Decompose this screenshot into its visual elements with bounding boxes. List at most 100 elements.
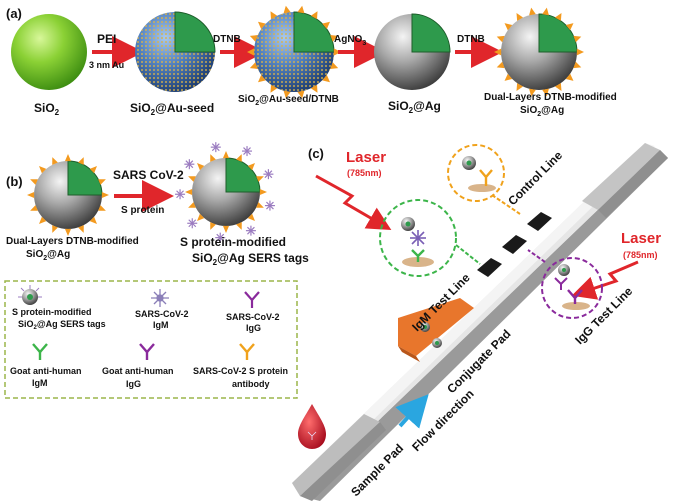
au-seed-sphere [135, 11, 216, 92]
legend-sars-igg-line1: SARS-CoV-2 [226, 312, 280, 322]
panel-b-left-label-line1: Dual-Layers DTNB-modified [6, 236, 139, 247]
step1-label-pei: PEI [97, 32, 116, 46]
dtnb-spike [573, 35, 582, 43]
dtnb-spike [185, 188, 193, 196]
dual-layer-label-line1: Dual-Layers DTNB-modified [484, 92, 617, 103]
step3-label: AgNO3 [334, 34, 366, 47]
dtnb-spike [52, 157, 58, 165]
dtnb-spike [322, 74, 331, 83]
legend-sars-igg-line2: IgG [246, 323, 261, 333]
dtnb-spike [330, 62, 339, 70]
dtnb-spike [554, 13, 562, 21]
dtnb-spike [98, 205, 106, 211]
igm-test-line-band [477, 258, 502, 277]
laser-right-beam [571, 260, 639, 300]
dtnb-spike [310, 84, 318, 93]
s-protein-glyph [184, 159, 195, 170]
legend-goat-igg-icon [139, 343, 155, 360]
dtnb-spike [573, 61, 582, 69]
dual-layer-label-line2: SiO2@Ag [520, 105, 564, 118]
legend-goat-igm-line1: Goat anti-human [10, 366, 82, 376]
dtnb-spike [542, 7, 549, 16]
step2-label: DTNB [213, 34, 241, 45]
dtnb-spike [270, 84, 278, 93]
panel-b-right-label-line1: S protein-modified [180, 235, 286, 249]
sio2-sphere [11, 14, 87, 90]
sio2-label: SiO2 [34, 101, 60, 117]
dtnb-spike [297, 5, 305, 14]
s-protein-sers-tag [175, 142, 275, 243]
dtnb-spike [247, 213, 255, 221]
legend-goat-igg-line1: Goat anti-human [102, 366, 174, 376]
dtnb-spike [504, 73, 513, 81]
dtnb-spike [52, 225, 58, 233]
s-protein-glyph [263, 169, 274, 180]
legend-tag-line1: S protein-modified [12, 307, 92, 317]
dtnb-spike [249, 34, 258, 42]
dtnb-spike [30, 205, 38, 211]
sio2-ag-label: SiO2@Ag [388, 99, 441, 115]
control-zoom-bubble [447, 144, 521, 215]
legend-goat-igg-line2: IgG [126, 379, 141, 389]
au-seed-label: SiO2@Au-seed [130, 101, 214, 117]
legend-goat-igm-line2: IgM [32, 378, 48, 388]
dtnb-spike [496, 35, 505, 43]
legend-sars-igm-line2: IgM [153, 320, 169, 330]
dtnb-spike [516, 13, 524, 21]
s-protein-glyph [245, 225, 256, 236]
dtnb-spike [236, 154, 242, 162]
legend-sers-tag-icon [18, 285, 42, 305]
sample-pad [292, 414, 380, 496]
s-protein-glyph [215, 232, 226, 243]
step4-label: DTNB [457, 34, 485, 45]
test-strip [292, 143, 668, 501]
s-protein-glyph [187, 218, 198, 229]
panel-label-c: (c) [308, 146, 324, 161]
igg-test-line-band [502, 235, 527, 254]
s-protein-glyph [210, 142, 221, 153]
dtnb-spike [30, 179, 38, 185]
dtnb-spike [529, 88, 536, 97]
dtnb-spike [565, 23, 574, 31]
control-line-band [527, 212, 552, 231]
legend-s-protein-antibody-line1: SARS-CoV-2 S protein [193, 366, 288, 376]
dtnb-spike [565, 73, 574, 81]
dtnb-spike [222, 151, 230, 159]
step1-label-au: 3 nm Au [89, 60, 124, 70]
dtnb-spike [542, 88, 549, 97]
dtnb-spike [89, 166, 97, 174]
legend-box [4, 280, 298, 399]
dtnb-spike [270, 11, 278, 20]
dtnb-spike [257, 74, 266, 83]
panel-b-dual-layer-sphere [27, 154, 109, 236]
dtnb-spike [259, 188, 267, 196]
dtnb-spike [576, 48, 584, 56]
dtnb-spike [222, 225, 230, 233]
dtnb-spike [210, 222, 216, 230]
s-protein-glyph [264, 200, 275, 211]
dtnb-spike [188, 202, 196, 208]
dtnb-spike [39, 166, 47, 174]
legend-sars-igg-icon [244, 291, 260, 308]
laser-left-wavelength: (785nm) [347, 168, 382, 178]
dtnb-spike [101, 191, 109, 199]
dtnb-spike [554, 83, 562, 91]
laser-left-beam [315, 174, 392, 231]
legend-s-protein-antibody-icon [239, 343, 255, 360]
dtnb-spike [529, 7, 536, 16]
dtnb-spike [297, 90, 305, 99]
au-seed-dtnb-label: SiO2@Au-seed/DTNB [238, 94, 339, 107]
dtnb-spike [283, 90, 291, 99]
dtnb-spike [197, 163, 205, 171]
laser-left-label: Laser [346, 149, 386, 166]
dtnb-spike [64, 228, 72, 236]
panel-b-arrow-label-bottom: S protein [121, 205, 164, 216]
dtnb-spike [64, 154, 72, 162]
panel-b-left-label-line2: SiO2@Ag [26, 249, 70, 262]
dtnb-spike [247, 163, 255, 171]
dtnb-spike [330, 34, 339, 42]
control-line-label: Control Line [505, 148, 565, 208]
au-seed-dtnb-sphere [247, 5, 341, 99]
